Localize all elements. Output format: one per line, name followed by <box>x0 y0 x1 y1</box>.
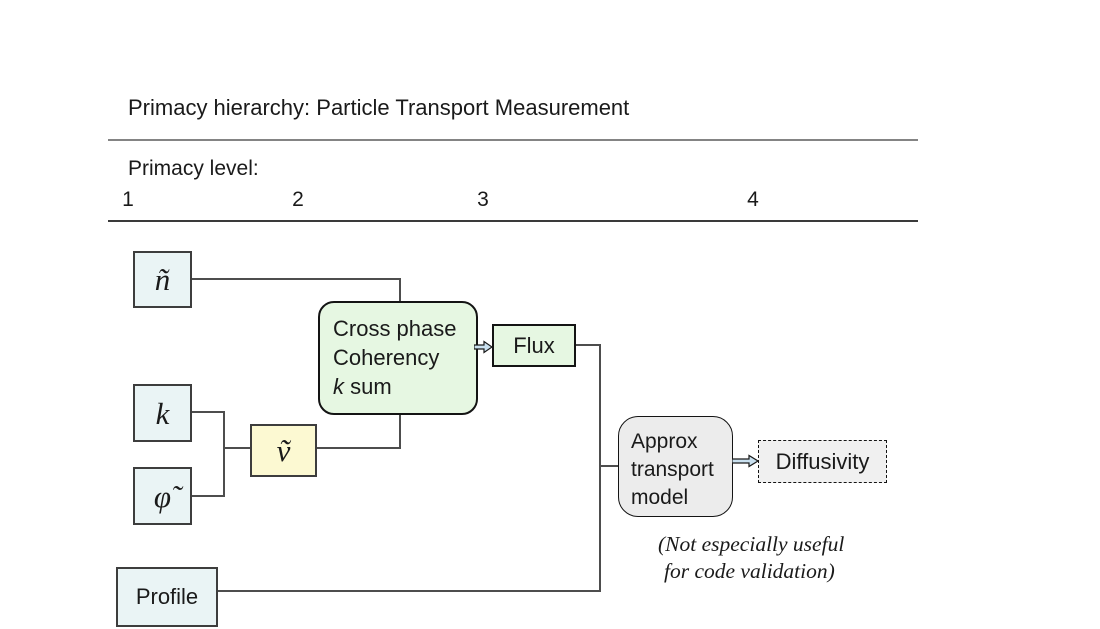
header-rule-top <box>108 139 918 141</box>
primacy-level-2: 2 <box>292 188 304 211</box>
approx-line1: Approx <box>631 430 698 453</box>
primacy-level-4: 4 <box>747 188 759 211</box>
connector-k-phi-join <box>223 411 225 497</box>
k-sum-k: k <box>333 374 344 399</box>
primacy-level-3: 3 <box>477 188 489 211</box>
primacy-level-label: Primacy level: <box>128 157 259 180</box>
k-sum-rest: sum <box>344 374 392 399</box>
diffusivity-label: Diffusivity <box>775 448 870 474</box>
connector-phi-out <box>192 495 225 497</box>
node-potential-fluctuation: φ̃ <box>133 467 192 525</box>
connector-join-to-v <box>223 447 250 449</box>
cross-phase-line3: k sum <box>333 372 476 401</box>
connector-profile-out <box>218 590 601 592</box>
header-rule-bottom <box>108 220 918 222</box>
node-wavenumber: k <box>133 384 192 442</box>
approx-line2: transport <box>631 458 714 481</box>
primacy-level-1: 1 <box>122 188 134 211</box>
note-line2: for code validation) <box>664 559 835 583</box>
v-tilde-symbol: ṽ <box>276 433 291 468</box>
note-line1: (Not especially useful <box>658 532 845 556</box>
connector-n-horizontal <box>192 278 401 280</box>
node-cross-phase: Cross phase Coherency k sum <box>318 301 478 415</box>
double-arrow-icon <box>732 454 759 468</box>
flux-label: Flux <box>513 332 555 358</box>
double-arrow-icon <box>474 340 493 354</box>
connector-n-down <box>399 278 401 303</box>
connector-k-out <box>192 411 225 413</box>
cross-phase-line1: Cross phase <box>333 316 457 341</box>
node-density-fluctuation: ñ <box>133 251 192 308</box>
phi-tilde-symbol: φ̃ <box>153 478 172 514</box>
connector-v-up-to-cross <box>399 413 401 449</box>
node-profile: Profile <box>116 567 218 627</box>
connector-into-approx <box>599 465 618 467</box>
connector-main-vertical <box>599 344 601 592</box>
node-approx-transport-model: Approx transport model <box>618 416 733 517</box>
connector-flux-out <box>576 344 601 346</box>
node-velocity-fluctuation: ṽ <box>250 424 317 477</box>
approx-line3: model <box>631 486 689 509</box>
page-title: Primacy hierarchy: Particle Transport Me… <box>128 95 630 120</box>
cross-phase-line2: Coherency <box>333 345 440 370</box>
k-symbol: k <box>155 395 170 431</box>
node-flux: Flux <box>492 324 576 367</box>
n-tilde-symbol: ñ <box>154 262 171 297</box>
note-text: (Not especially useful for code validati… <box>658 531 844 585</box>
profile-label: Profile <box>135 584 199 609</box>
node-diffusivity: Diffusivity <box>758 440 887 483</box>
connector-v-out <box>317 447 401 449</box>
